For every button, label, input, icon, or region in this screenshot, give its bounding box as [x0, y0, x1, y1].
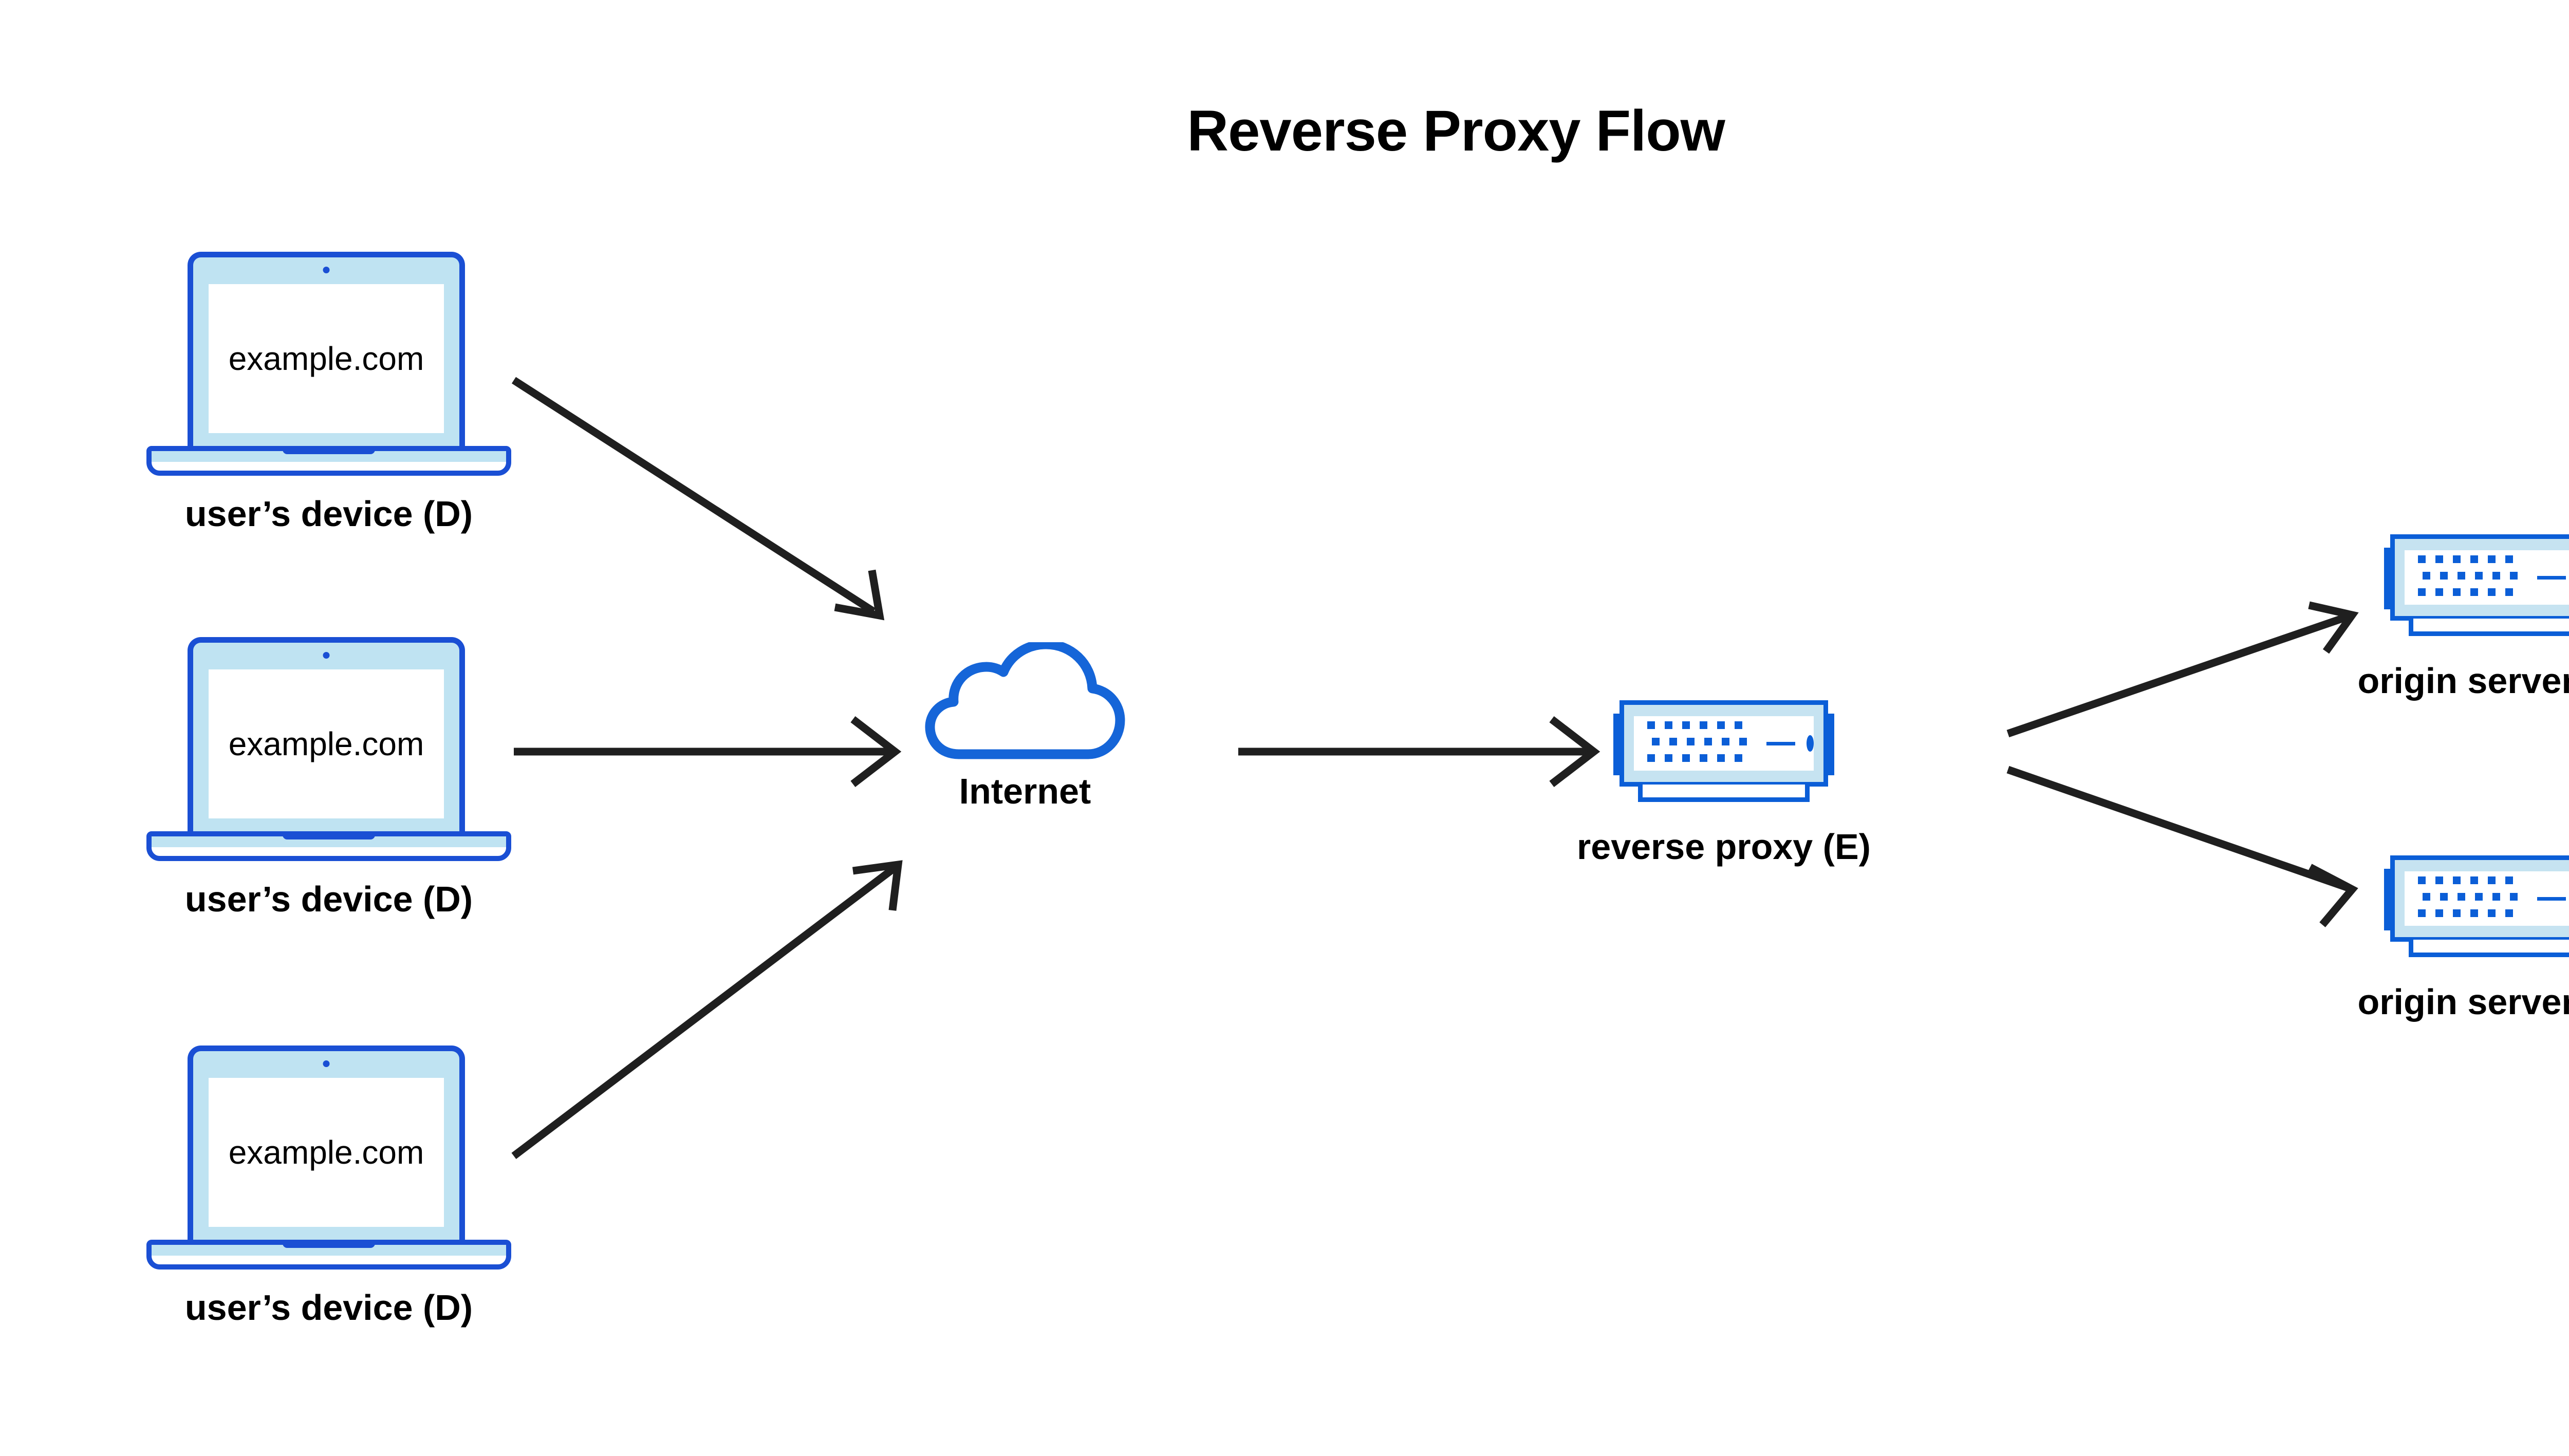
server-led-icon	[1807, 735, 1814, 752]
laptop-notch	[283, 831, 375, 839]
server-base	[2409, 619, 2569, 636]
cloud-icon	[925, 639, 1125, 760]
arrow-proxy-to-origin2	[2006, 766, 2358, 927]
node-internet[interactable]: Internet	[925, 639, 1125, 811]
server-icon	[1613, 700, 1834, 803]
camera-dot-icon	[323, 1060, 330, 1067]
laptop-icon: example.com	[146, 1046, 511, 1277]
page-title: Reverse Proxy Flow	[1187, 99, 1725, 163]
node-label-internet: Internet	[959, 771, 1091, 811]
node-user-device-1[interactable]: example.com user’s device (D)	[146, 252, 511, 534]
server-front-panel	[1634, 716, 1814, 771]
laptop-lid: example.com	[188, 637, 465, 837]
laptop-notch	[283, 446, 375, 454]
arrow-client3-to-internet	[511, 860, 903, 1159]
server-status-bar-icon	[1766, 741, 1796, 745]
screen-url-text: example.com	[228, 340, 424, 377]
server-chassis	[2390, 855, 2569, 942]
node-user-device-3[interactable]: example.com user’s device (D)	[146, 1046, 511, 1328]
node-origin-server-1[interactable]: origin server (F)	[2358, 534, 2569, 701]
server-vent-grid-icon	[2418, 555, 2518, 600]
arrow-proxy-to-origin1	[2006, 601, 2359, 738]
laptop-notch	[283, 1240, 375, 1248]
server-base	[2409, 940, 2569, 957]
node-reverse-proxy[interactable]: reverse proxy (E)	[1577, 700, 1871, 867]
server-base	[1638, 785, 1810, 802]
server-vent-grid-icon	[1647, 721, 1747, 766]
server-status-bar-icon	[2537, 897, 2566, 901]
server-icon	[2384, 534, 2569, 637]
camera-dot-icon	[323, 652, 330, 659]
node-label-user-device-2: user’s device (D)	[184, 879, 473, 919]
server-chassis	[1619, 700, 1828, 787]
laptop-lid: example.com	[188, 252, 465, 452]
node-label-user-device-3: user’s device (D)	[184, 1287, 473, 1328]
screen-url-text: example.com	[228, 1134, 424, 1171]
laptop-icon: example.com	[146, 252, 511, 483]
node-label-reverse-proxy: reverse proxy (E)	[1577, 827, 1871, 867]
server-front-panel	[2405, 871, 2569, 926]
server-chassis	[2390, 534, 2569, 621]
server-vent-grid-icon	[2418, 876, 2518, 921]
node-origin-server-2[interactable]: origin server (F)	[2358, 855, 2569, 1022]
server-status-bar-icon	[2537, 575, 2566, 580]
arrow-internet-to-proxy	[1238, 716, 1600, 787]
laptop-screen: example.com	[209, 284, 444, 433]
laptop-screen: example.com	[209, 1078, 444, 1227]
camera-dot-icon	[323, 267, 330, 273]
laptop-screen: example.com	[209, 669, 444, 818]
arrow-client1-to-internet	[511, 377, 885, 621]
node-label-origin-server-2: origin server (F)	[2357, 982, 2569, 1022]
laptop-lid: example.com	[188, 1046, 465, 1246]
screen-url-text: example.com	[228, 725, 424, 762]
server-front-panel	[2405, 550, 2569, 605]
node-user-device-2[interactable]: example.com user’s device (D)	[146, 637, 511, 919]
node-label-user-device-1: user’s device (D)	[184, 494, 473, 534]
node-label-origin-server-1: origin server (F)	[2357, 661, 2569, 701]
laptop-icon: example.com	[146, 637, 511, 868]
server-icon	[2384, 855, 2569, 958]
arrow-client2-to-internet	[514, 716, 902, 787]
